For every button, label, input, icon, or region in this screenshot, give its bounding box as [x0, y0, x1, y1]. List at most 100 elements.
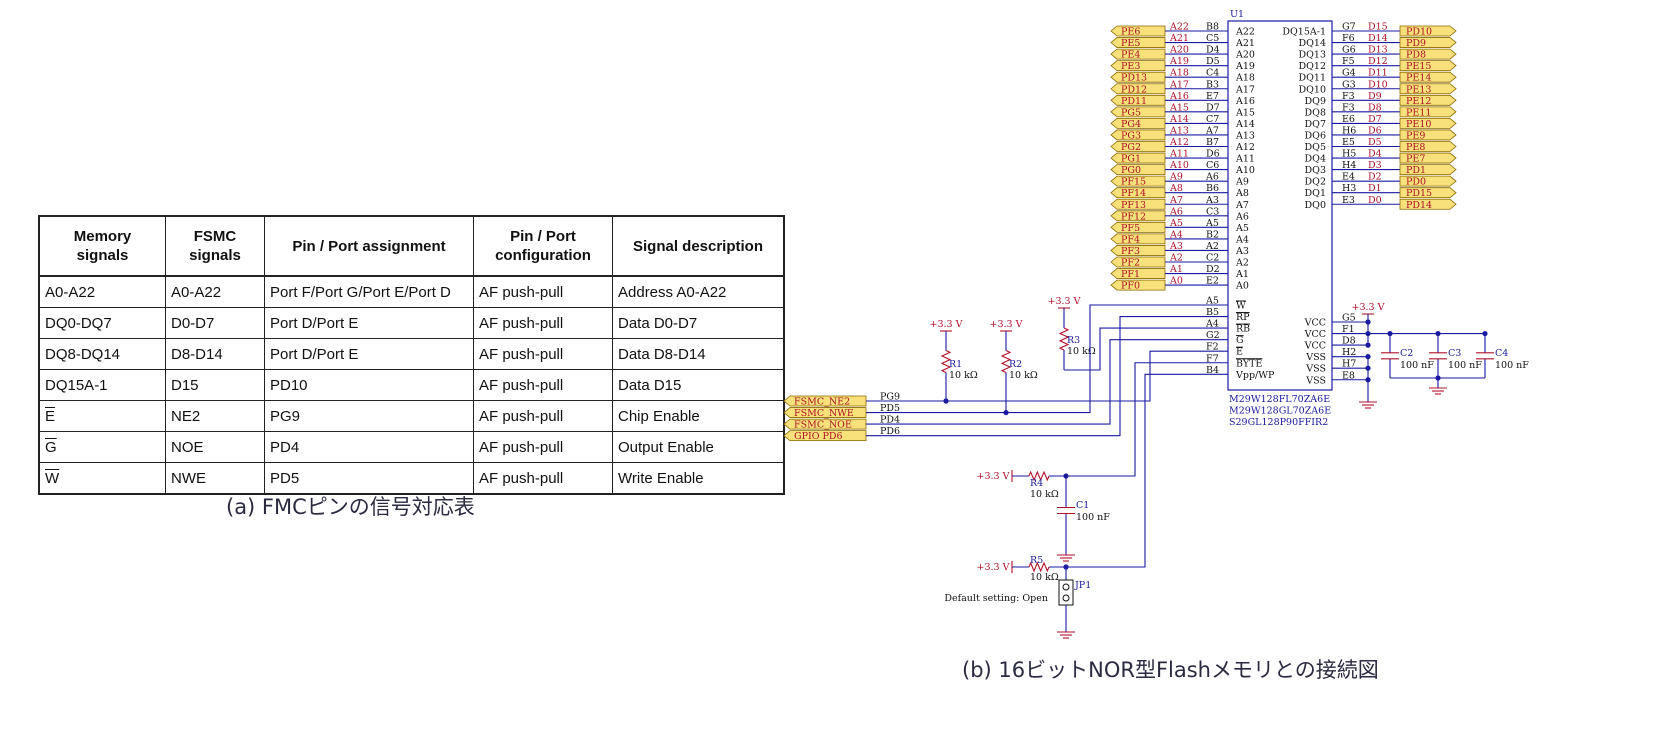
pin-label: DQ4 [1305, 154, 1326, 165]
signal-label: A19 [1169, 56, 1189, 67]
signal-label: D15 [1368, 22, 1388, 33]
port-label-text: PF0 [1121, 281, 1140, 292]
port-label-text: PD13 [1121, 73, 1147, 84]
pin-label: A22 [1235, 27, 1255, 38]
ball-label: B8 [1206, 22, 1219, 33]
signal-label: A15 [1169, 102, 1189, 113]
table-cell-cfg: AF push-pull [473, 369, 613, 401]
ball-label: H4 [1342, 160, 1356, 171]
port-label [1399, 71, 1457, 83]
wire [1064, 327, 1228, 371]
port-label-text: PD15 [1406, 188, 1432, 199]
table-cell-mem: DQ15A-1 [38, 369, 166, 401]
table-cell-desc: Address A0-A22 [612, 275, 785, 308]
port-label-text: FSMC_NE2 [794, 397, 850, 408]
signal-label: D11 [1368, 68, 1388, 79]
table-cell-desc: Data D0-D7 [612, 307, 785, 339]
table-cell-mem: A0-A22 [38, 275, 166, 308]
pin-label: A21 [1235, 38, 1255, 49]
ball-label: A5 [1205, 296, 1219, 307]
signal-label: D2 [1368, 172, 1382, 183]
port-label-text: PE11 [1406, 107, 1431, 118]
port-label-text: PE5 [1121, 38, 1140, 49]
ball-label: B5 [1206, 307, 1219, 318]
resistor [1028, 561, 1050, 573]
port-label-text: PE4 [1121, 50, 1140, 61]
resistor-ref: R1 [949, 359, 962, 370]
port-label-text: PG3 [1121, 130, 1141, 141]
port-label-text: FSMC_NOE [794, 420, 852, 431]
ball-label: F7 [1206, 353, 1219, 364]
signal-label: A6 [1169, 206, 1183, 217]
signal-label: D1 [1368, 183, 1382, 194]
port-label-text: PF12 [1121, 211, 1146, 222]
pin-label: A14 [1235, 119, 1255, 130]
table-cell-fsmc: A0-A22 [165, 275, 265, 308]
jumper-note: Default setting: Open [944, 593, 1048, 604]
ball-label: F5 [1342, 56, 1355, 67]
ball-label: H3 [1342, 183, 1356, 194]
wire [1066, 373, 1228, 568]
pin-label: DQ6 [1305, 130, 1326, 141]
pin-label: DQ2 [1305, 177, 1326, 188]
port-label [1399, 164, 1457, 176]
port-label-text: PE13 [1406, 84, 1431, 95]
table-cell-cfg: AF push-pull [473, 275, 613, 308]
pin-label: DQ7 [1305, 119, 1326, 130]
signal-label: A4 [1169, 229, 1183, 240]
ball-label: F6 [1342, 33, 1355, 44]
signal-label: A20 [1169, 45, 1189, 56]
port-label [1399, 118, 1457, 129]
resistor [1028, 470, 1050, 482]
pin-label: A17 [1235, 84, 1255, 95]
signal-label: D9 [1368, 91, 1382, 102]
caption-table: (a) FMCピンの信号対応表 [226, 495, 475, 519]
port-label-text: PD10 [1406, 27, 1432, 38]
ball-label: C6 [1206, 160, 1219, 171]
part-number: M29W128FL70ZA6E [1229, 394, 1330, 405]
port-label [1399, 198, 1457, 210]
ball-label: E6 [1342, 114, 1355, 125]
supply-label: +3.3 V [977, 562, 1010, 573]
ball-label: E4 [1342, 172, 1355, 183]
pin-label: VSS [1305, 352, 1326, 363]
signal-label: D7 [1368, 114, 1382, 125]
pin-label: A7 [1235, 200, 1249, 211]
net-label: PD6 [880, 426, 900, 437]
pin-label: DQ13 [1299, 50, 1327, 61]
signal-label: A17 [1169, 79, 1189, 90]
pin-label: DQ10 [1299, 84, 1327, 95]
part-number: S29GL128P90FFIR2 [1229, 417, 1328, 428]
ball-label: A4 [1205, 319, 1219, 330]
signal-label: A22 [1169, 22, 1189, 33]
table-cell-mem: W [38, 462, 166, 495]
ball-label: G3 [1342, 79, 1356, 90]
port-label-text: PF15 [1121, 177, 1146, 188]
ball-label: D2 [1206, 264, 1220, 275]
table-cell-pin: Port D/Port E [264, 307, 474, 339]
jumper-ref: JP1 [1074, 580, 1091, 591]
signal-label: A11 [1169, 149, 1189, 160]
ball-label: F2 [1206, 342, 1219, 353]
pin-label: A1 [1235, 269, 1249, 280]
cap-value: 100 nF [1400, 360, 1434, 371]
ball-label: A5 [1205, 218, 1219, 229]
port-label-text: PD12 [1121, 84, 1147, 95]
ball-label: A3 [1205, 195, 1219, 206]
pin-label: RP [1236, 312, 1250, 323]
ball-label: C5 [1206, 33, 1219, 44]
ball-label: F1 [1342, 324, 1355, 335]
ball-label: H5 [1342, 149, 1356, 160]
caption-schematic: (b) 16ビットNOR型Flashメモリとの接続図 [962, 658, 1379, 682]
cap-ref: C4 [1495, 348, 1508, 359]
table-cell-pin: PD4 [264, 431, 474, 463]
signal-label: A1 [1169, 264, 1183, 275]
port-label-text: PD0 [1406, 177, 1426, 188]
signal-label: A7 [1169, 195, 1183, 206]
port-label-text: PG1 [1121, 154, 1141, 165]
